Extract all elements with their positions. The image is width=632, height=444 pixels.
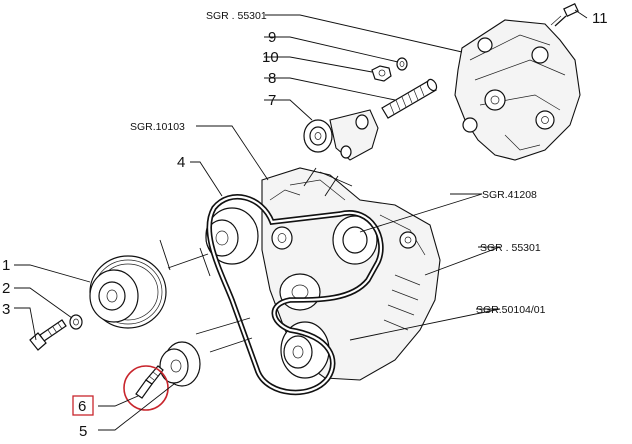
ref-sgr-55301-mid: SGR . 55301: [480, 242, 541, 254]
ref-sgr-41208: SGR.41208: [482, 189, 537, 201]
tensioner-spring-8: [381, 78, 438, 119]
pulley-1: [89, 255, 167, 329]
ref-sgr-50104: SGR.50104/01: [476, 304, 546, 316]
callout-3: 3: [2, 301, 10, 318]
drive-belt-4: [206, 194, 384, 396]
nut-10: [371, 65, 392, 82]
callout-11: 11: [592, 10, 608, 27]
callout-9: 9: [268, 29, 276, 46]
alternator-pulley: [332, 215, 378, 265]
callout-5: 5: [79, 423, 87, 440]
reference-labels: SGR . 55301 SGR.10103 SGR.41208 SGR . 55…: [130, 10, 546, 316]
washer-9: [396, 57, 408, 71]
callout-10: 10: [262, 49, 279, 66]
callout-4: 4: [177, 154, 185, 171]
leader-lines: [14, 9, 588, 431]
callout-1: 1: [2, 257, 10, 274]
callout-2: 2: [2, 280, 10, 297]
ref-sgr-55301-top: SGR . 55301: [206, 10, 267, 22]
callout-8: 8: [268, 70, 276, 87]
callout-7: 7: [268, 92, 276, 109]
bolt-6: [123, 365, 169, 411]
callout-6: 6: [78, 398, 86, 415]
assembly-lines: [159, 167, 353, 353]
pulley-5: [159, 341, 201, 387]
washer-2: [69, 314, 83, 330]
bolt-11: [550, 3, 579, 27]
tensioner-pulley-7: [303, 109, 379, 161]
highlight-box-6: [72, 395, 94, 416]
bolt-3: [29, 319, 67, 351]
ref-sgr-10103: SGR.10103: [130, 121, 185, 133]
idler-pulley: [271, 226, 293, 250]
mounting-bracket: [454, 19, 581, 161]
callout-numbers: 1 2 3 4 5 6 7 8 9 10 11: [2, 10, 608, 440]
